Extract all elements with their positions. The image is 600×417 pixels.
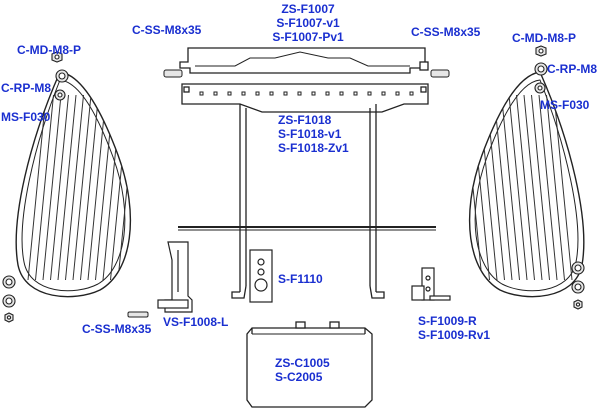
frame-hole [241,91,246,96]
nut-top-left-icon [51,51,63,63]
label-c-md-m8-p-right: C-MD-M8-P [512,31,576,45]
label-zs-f1018: ZS-F1018 S-F1018-v1 S-F1018-Zv1 [278,113,349,155]
frame-hole [367,91,372,96]
frame-hole [339,91,344,96]
panel-rib [553,94,573,281]
frame-hole [409,91,414,96]
washer-left-small-icon [54,89,66,101]
frame-hole [255,91,260,96]
frame-hole [283,91,288,96]
panel-rib [516,94,535,281]
screw-top-left [163,69,183,78]
frame-hole [353,91,358,96]
plate-s-f1110 [249,249,273,303]
panel-rib [546,94,565,281]
washer-bottom-right-2-icon [571,280,585,294]
panel-rib [501,94,520,281]
panel-rib [523,94,543,281]
main-frame [178,83,436,299]
label-ms-f030-left: MS-F030 [1,110,51,124]
frame-hole [227,91,232,96]
washer-left-icon [55,69,69,83]
hardware-right [534,45,585,310]
panel-rib [117,94,131,281]
label-s-f1110: S-F1110 [278,272,323,286]
frame-hole [381,91,386,96]
screw-bottom-left [127,311,149,318]
frame-hole [269,91,274,96]
washer-bottom-right-1-icon [571,261,585,275]
nut-bottom-left-icon [4,312,14,323]
frame-hole [395,91,400,96]
frame-hole [297,91,302,96]
washer-bottom-left-1-icon [2,275,16,289]
panel-rib [50,94,69,281]
panel-rib [531,94,550,281]
panel-rib [65,94,84,281]
nut-bottom-right-icon [573,299,583,310]
frame-hole [213,91,218,96]
screw-top-right [430,69,450,78]
panel-rib [72,94,92,281]
label-c-ss-m8x35-left: C-SS-M8x35 [132,23,202,37]
bracket-s-f1009-r [411,267,451,301]
panel-rib [57,94,77,281]
label-c-ss-m8x35-bottom: C-SS-M8x35 [82,322,152,336]
label-s-f1009: S-F1009-R S-F1009-Rv1 [418,314,491,342]
label-zs-c1005: ZS-C1005 S-C2005 [275,356,330,384]
frame-hole [325,91,330,96]
panel-rib [508,94,528,281]
label-ms-f030-right: MS-F030 [540,98,590,112]
washer-bottom-left-2-icon [2,294,16,308]
right-panel [468,71,585,298]
top-beam [179,47,429,74]
label-vs-f1008-l: VS-F1008-L [163,315,229,329]
label-c-ss-m8x35-right: C-SS-M8x35 [411,25,481,39]
label-c-md-m8-p-left: C-MD-M8-P [17,43,81,57]
label-zs-f1007: ZS-F1007 S-F1007-v1 S-F1007-Pv1 [272,2,344,44]
panel-rib [493,94,513,281]
label-c-rp-m8-left: C-RP-M8 [1,81,51,95]
frame-hole [311,91,316,96]
hardware-left [2,51,69,323]
panel-rib [80,94,99,281]
nut-top-right-icon [535,45,547,57]
panel-rib [87,94,107,281]
box-zs-c1005 [246,321,373,408]
panel-rib [27,94,47,281]
panel-rib [538,94,558,281]
left-panel [15,71,132,298]
frame-hole [199,91,204,96]
washer-right-small-icon [534,82,546,94]
label-c-rp-m8-right: C-RP-M8 [547,62,597,76]
bracket-vs-f1008-l [157,241,193,313]
washer-right-icon [534,62,548,76]
panel-rib [469,94,483,281]
panel-rib [42,94,62,281]
panel-rib [35,94,54,281]
